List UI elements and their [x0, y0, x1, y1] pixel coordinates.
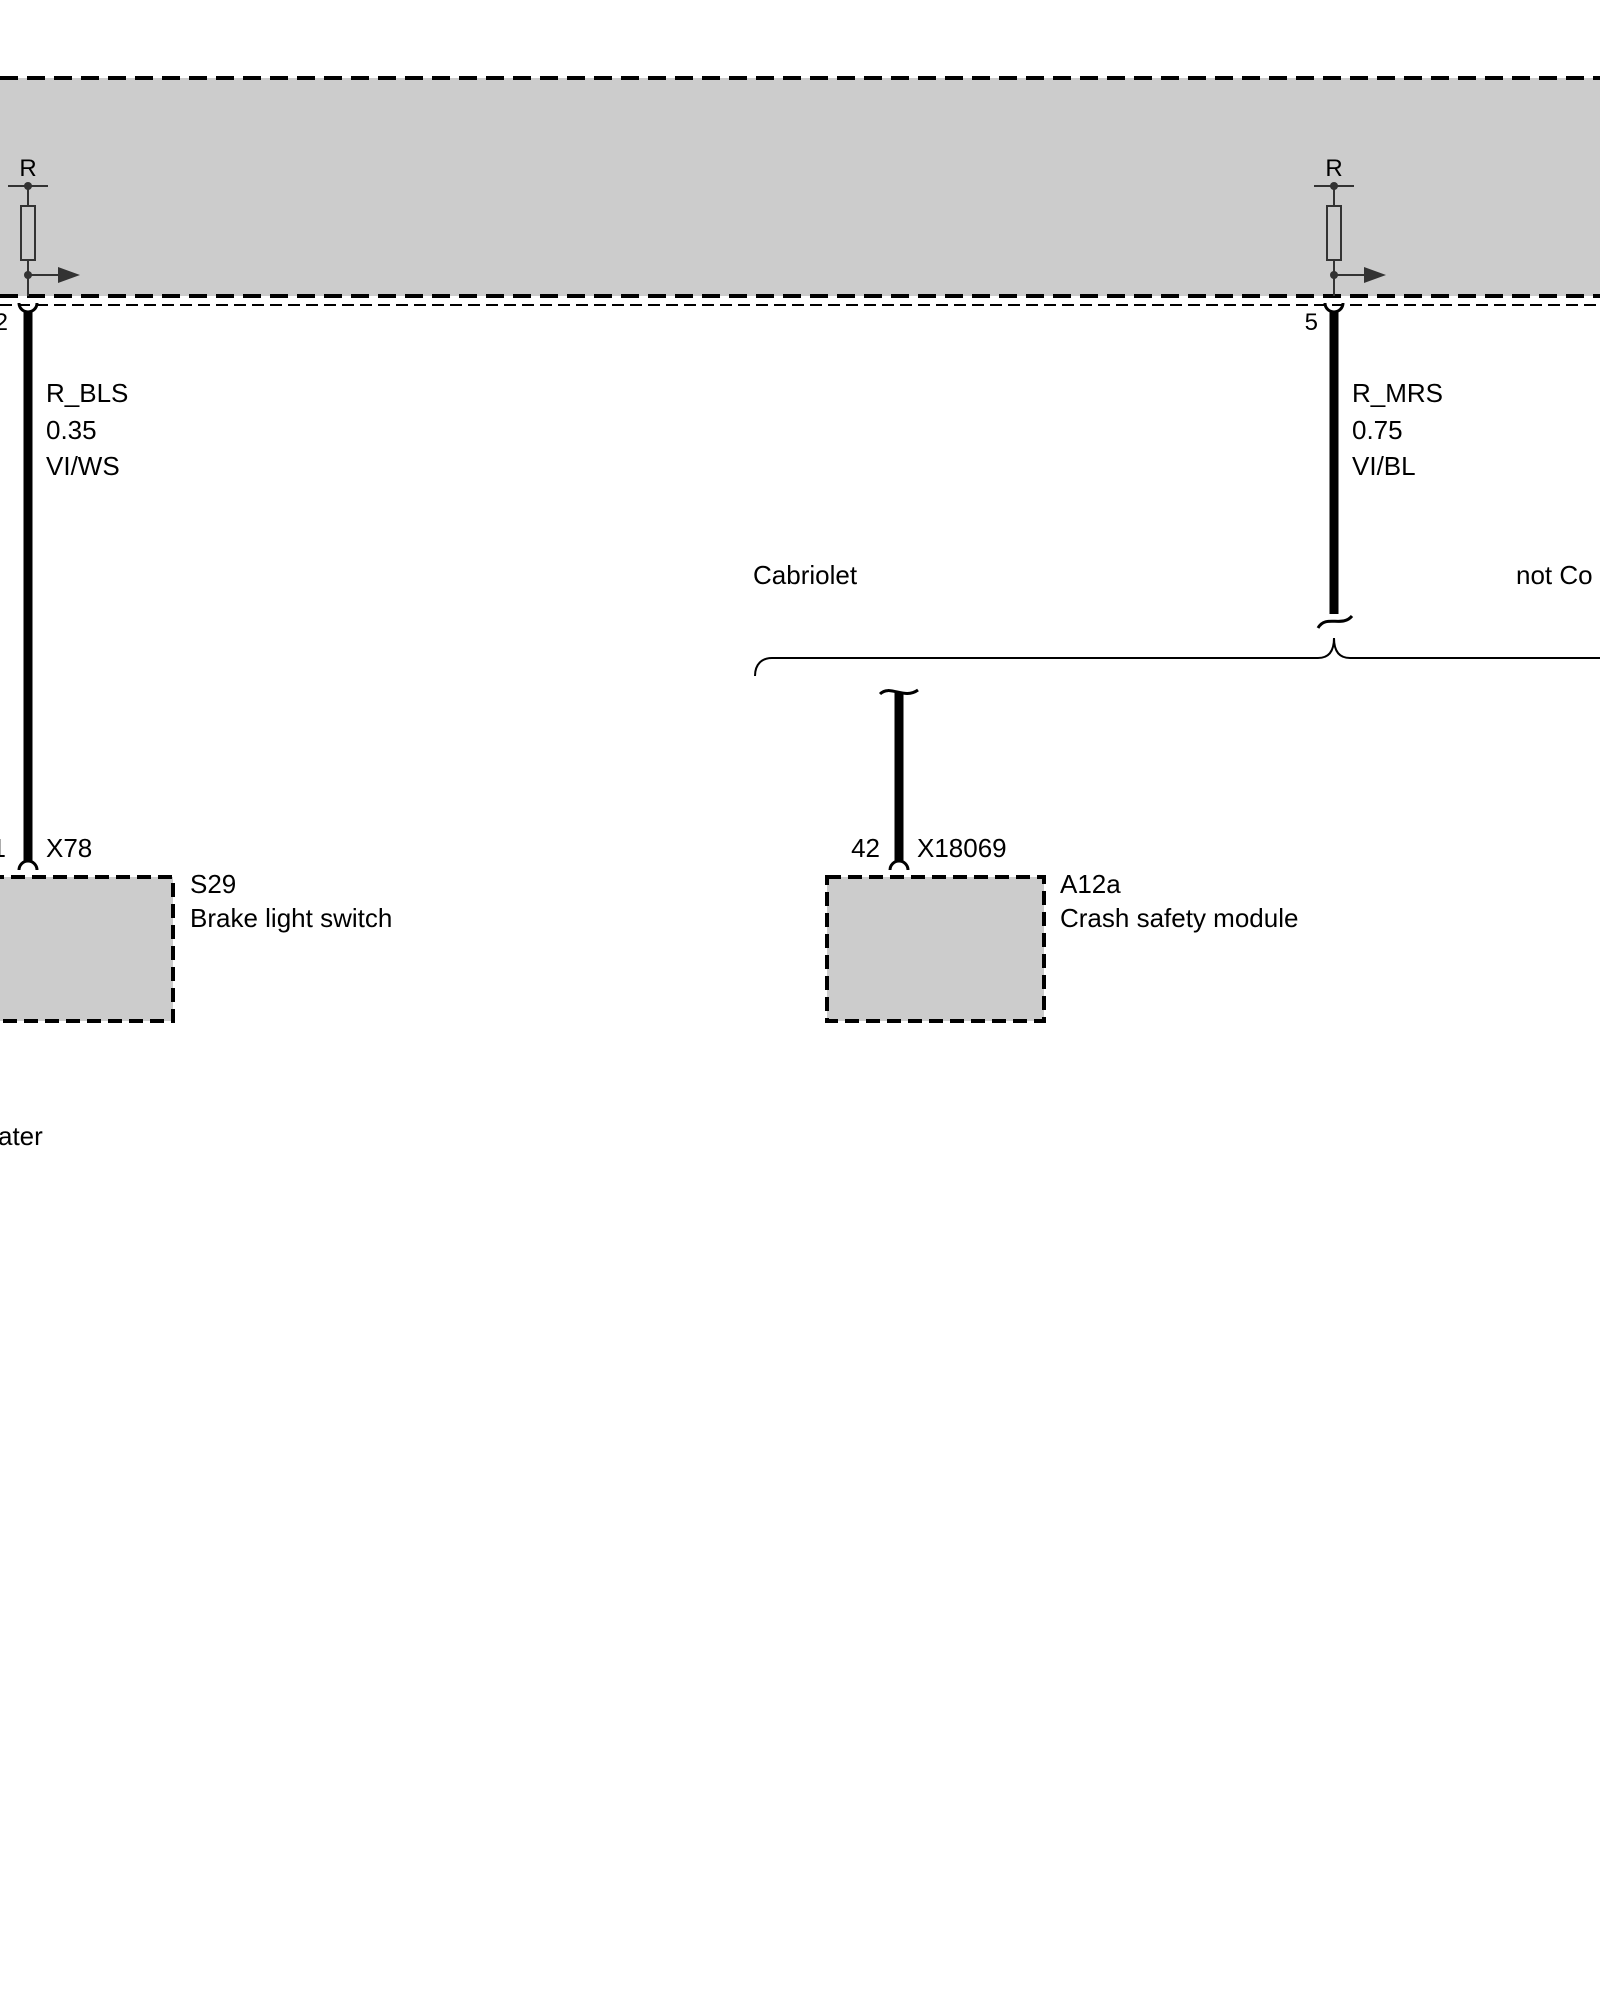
top-module-body: [0, 78, 1600, 296]
component-1-pin: 1: [0, 833, 6, 863]
resistor-symbol-b: R: [1314, 155, 1386, 296]
variant-right-label: not Co: [1516, 560, 1593, 590]
component-brake-light-switch: 1 X78 S29 Brake light switch: [0, 833, 392, 1023]
signal-arrow-b: [1364, 267, 1386, 283]
component-crash-safety-module: 42 X18069 A12a Crash safety module: [825, 833, 1298, 1023]
wire-a-signal: R_BLS: [46, 378, 128, 408]
component-1-id: S29: [190, 869, 236, 899]
wire-crash-module: [878, 688, 919, 871]
wire-r-mrs: 5 R_MRS 0.75 VI/BL: [1305, 302, 1443, 629]
component-2-id: A12a: [1060, 869, 1121, 899]
wire-r-bls: 2 R_BLS 0.35 VI/WS: [0, 302, 128, 871]
top-module: [0, 76, 1600, 306]
signal-arrow-a: [58, 267, 80, 283]
partial-left-label: ater: [0, 1121, 43, 1151]
variant-bracket: Cabriolet not Co: [753, 560, 1600, 677]
resistor-symbol-a: R: [8, 155, 80, 296]
pin-socket-c-bottom: [888, 859, 910, 871]
resistor-label-a: R: [19, 155, 36, 182]
wire-a-color: VI/WS: [46, 451, 120, 481]
pin-socket-a-bottom: [17, 859, 39, 871]
pin-number-top-b: 5: [1305, 309, 1318, 336]
wire-b-gauge: 0.75: [1352, 415, 1403, 445]
brake-light-switch-box: [0, 875, 175, 1023]
component-1-connector: X78: [46, 833, 92, 863]
component-1-name: Brake light switch: [190, 903, 392, 933]
wire-b-color: VI/BL: [1352, 451, 1416, 481]
component-2-name: Crash safety module: [1060, 903, 1298, 933]
component-2-pin: 42: [851, 833, 880, 863]
pin-number-top-a: 2: [0, 309, 8, 336]
wire-a-gauge: 0.35: [46, 415, 97, 445]
crash-safety-module-box: [825, 875, 1046, 1023]
wire-break-b: [1316, 614, 1354, 629]
variant-brace: [754, 637, 1600, 677]
component-2-connector: X18069: [917, 833, 1007, 863]
variant-left-label: Cabriolet: [753, 560, 858, 590]
wire-b-signal: R_MRS: [1352, 378, 1443, 408]
resistor-label-b: R: [1325, 155, 1342, 182]
